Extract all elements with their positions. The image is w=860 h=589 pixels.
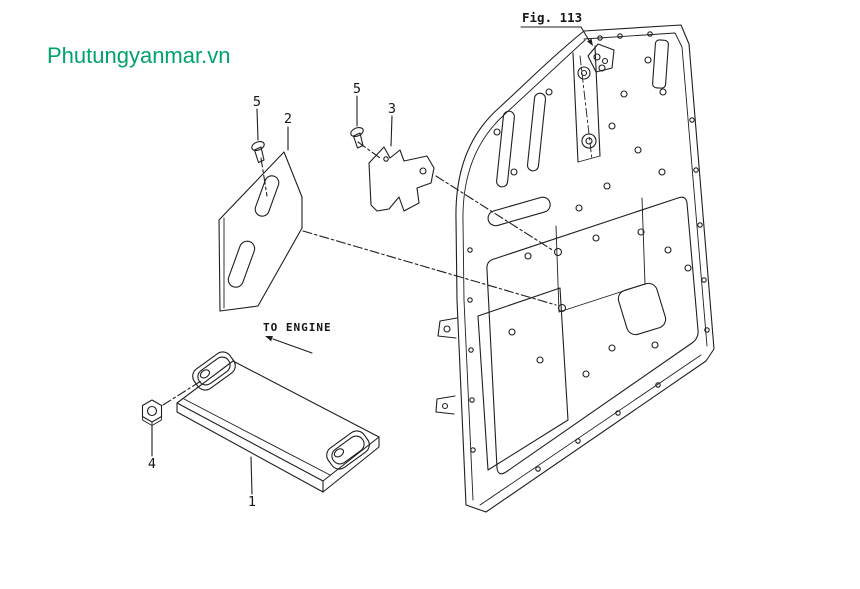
panel-outline [455, 24, 715, 513]
assembly-centerlines [162, 141, 557, 406]
plate-foot-front [192, 351, 236, 391]
part-3-bracket [368, 146, 435, 212]
top-latch [587, 43, 615, 73]
part-2-shield-panel [218, 151, 303, 312]
figure-label: Fig. 113 [522, 10, 582, 25]
part-5-screw-left [251, 141, 265, 164]
watermark-text: Phutungyanmar.vn [47, 43, 230, 68]
leader-lines [151, 26, 593, 495]
rear-panel [435, 24, 715, 513]
part-4-hex-nut [141, 399, 163, 426]
to-engine-note: TO ENGINE [263, 321, 332, 334]
line-art [141, 24, 715, 513]
fig-arrowhead [587, 38, 593, 46]
callout-1: 1 [248, 494, 256, 510]
callout-4: 4 [148, 456, 156, 472]
to-engine-arrow-line [272, 338, 313, 354]
side-tabs [435, 317, 458, 415]
text-layer: Phutungyanmar.vn Fig. 113 5 2 5 3 4 1 TO… [47, 10, 582, 510]
callout-2: 2 [284, 111, 292, 127]
part-1-base-plate [176, 351, 380, 493]
to-engine-arrowhead [265, 336, 273, 342]
plate-foot-rear [326, 430, 370, 470]
callout-5-right: 5 [353, 81, 361, 97]
panel-edge-rivets [467, 31, 710, 472]
panel-bolt-holes [493, 56, 692, 378]
callout-3: 3 [388, 101, 396, 117]
callout-5-left: 5 [253, 94, 261, 110]
